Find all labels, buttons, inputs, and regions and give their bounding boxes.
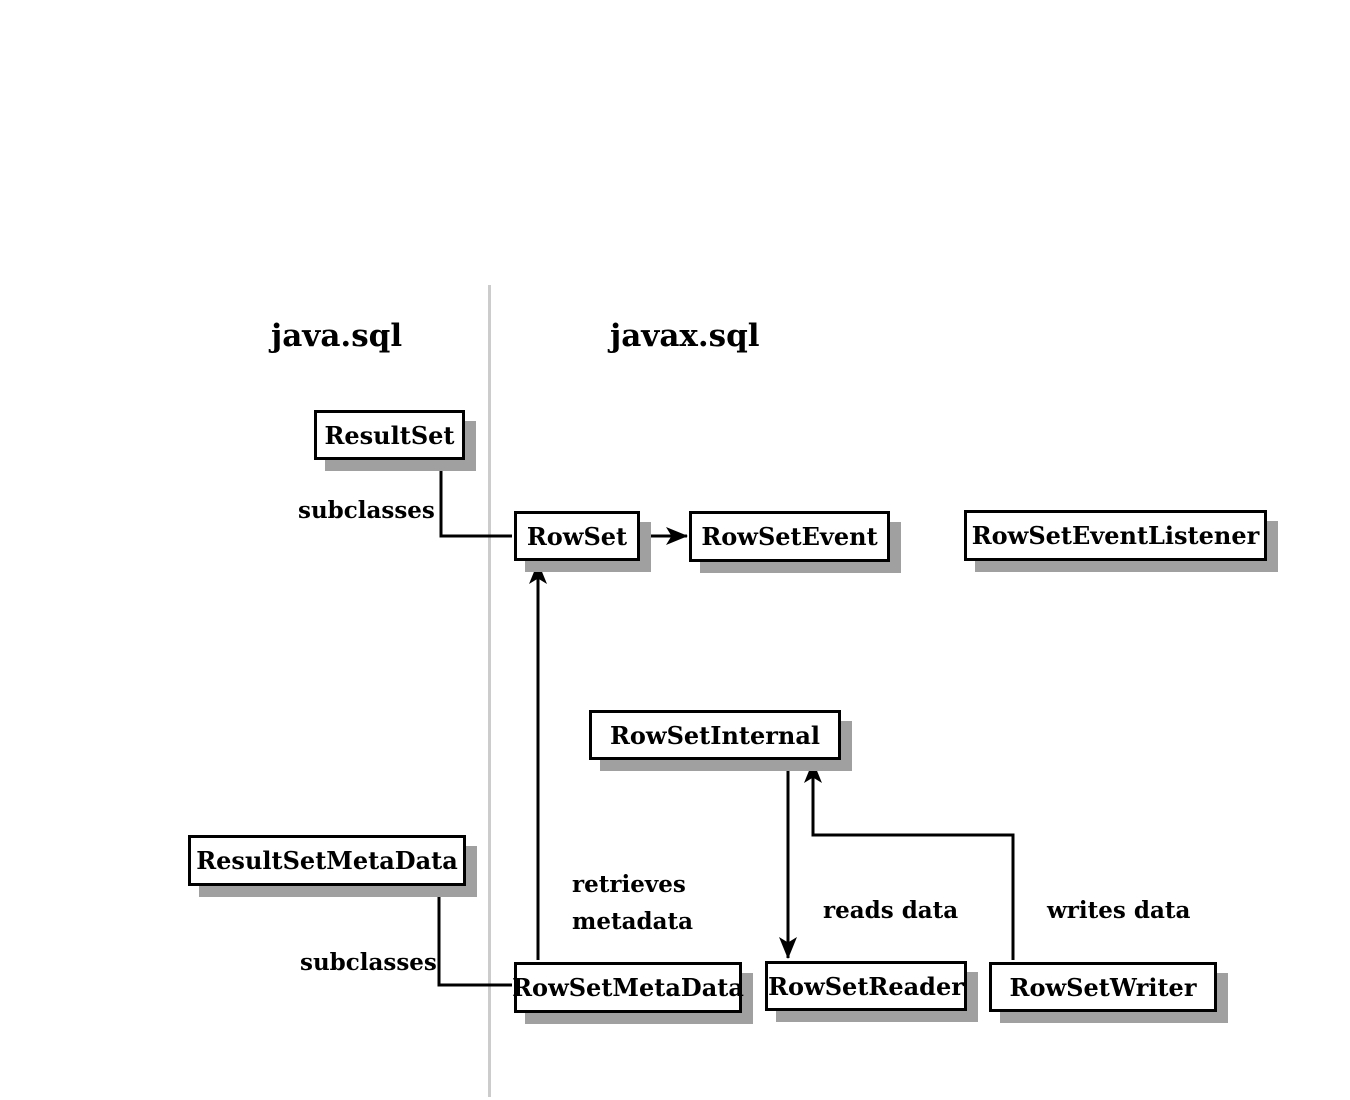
edge-label-writes-data: writes data <box>1047 897 1191 924</box>
package-divider-line <box>488 285 491 1097</box>
node-rowsetmetadata: RowSetMetaData <box>512 962 744 1013</box>
node-rowsetwriter: RowSetWriter <box>989 962 1217 1012</box>
package-label-javax-sql: javax.sql <box>610 318 760 354</box>
node-resultset: ResultSet <box>314 410 465 460</box>
edge-label-retrieves-metadata: retrieves metadata <box>572 866 693 940</box>
edge-label-retrieves-metadata-line2: metadata <box>572 908 694 935</box>
node-rowsetreader: RowSetReader <box>765 961 967 1011</box>
edge-label-reads-data: reads data <box>823 897 959 924</box>
node-rowsetinternal: RowSetInternal <box>589 710 841 760</box>
edge-resultset-subclasses-rowset <box>439 459 512 538</box>
edge-resultsetmetadata-subclasses-rowsetmetadata <box>437 887 512 987</box>
node-rowsetevent: RowSetEvent <box>689 511 890 562</box>
edge-label-subclasses-bottom: subclasses <box>300 949 437 976</box>
edge-label-subclasses-top: subclasses <box>298 497 435 524</box>
node-resultsetmetadata: ResultSetMetaData <box>188 835 466 886</box>
node-rowset: RowSet <box>514 511 640 561</box>
package-label-java-sql: java.sql <box>271 318 403 354</box>
edge-writes-data <box>804 761 1015 960</box>
edge-label-retrieves-metadata-line1: retrieves <box>572 871 686 898</box>
node-rowseteventlistener: RowSetEventListener <box>964 510 1267 561</box>
